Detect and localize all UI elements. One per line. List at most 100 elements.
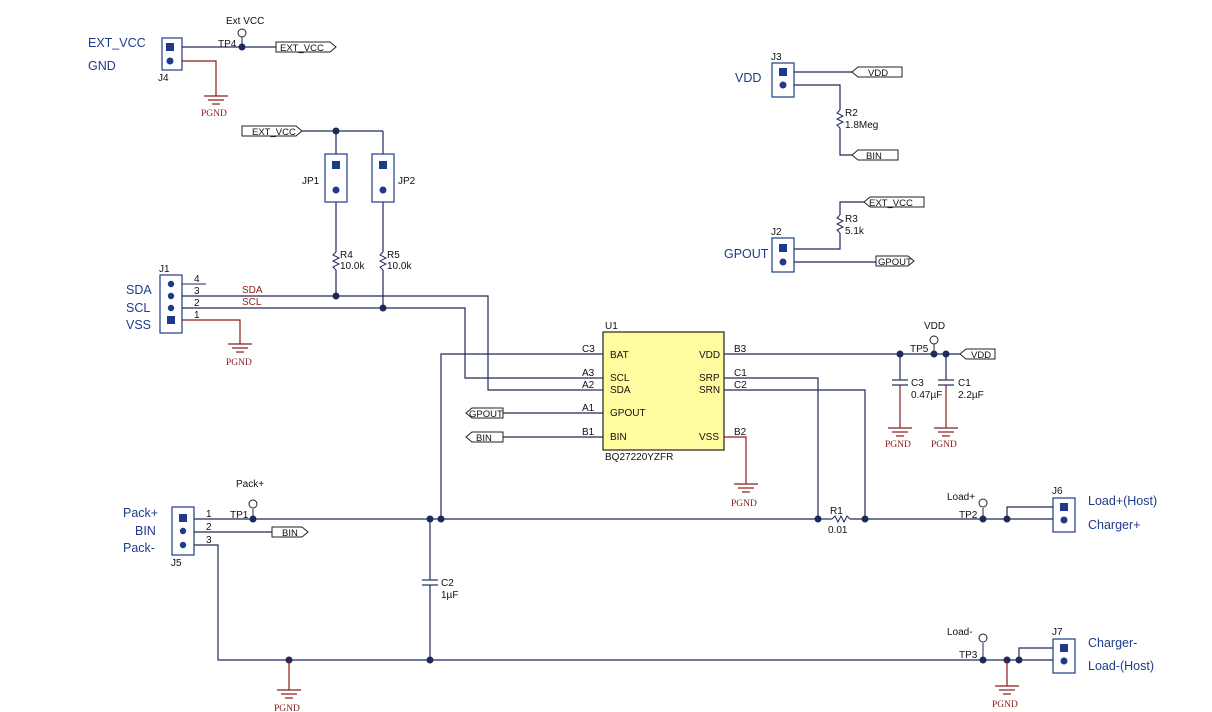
svg-text:BAT: BAT [610,350,629,361]
svg-text:PGND: PGND [226,358,252,368]
gpout-flag-j2: GPOUT [875,255,915,268]
svg-text:EXT_VCC: EXT_VCC [869,198,913,209]
svg-text:3: 3 [194,286,200,297]
j7-connector: J7 Charger- Load-(Host) [1052,627,1154,674]
tp3-test-point [978,633,988,643]
c3-value: 0.47µF [911,390,942,401]
pgnd-symbol-pack: PGND [274,689,301,712]
svg-text:J6: J6 [1052,486,1063,497]
r4-resistor: R4 10.0k [331,250,365,272]
svg-text:B1: B1 [582,427,595,438]
svg-text:SRP: SRP [699,373,720,384]
svg-text:3: 3 [206,535,212,546]
vdd-flag-j3: VDD [851,66,903,79]
svg-text:VDD: VDD [924,321,945,332]
tp3-label: Load- [947,627,973,638]
tp2-label: Load+ [947,492,975,503]
u1-part-number: BQ27220YZFR [605,452,673,463]
tp4-test-point [237,28,247,38]
svg-text:10.0k: 10.0k [387,261,412,272]
jp1-jumper: JP1 [302,153,348,203]
c3-ref: C3 [911,378,924,389]
svg-text:BIN: BIN [282,528,298,539]
svg-text:5.1k: 5.1k [845,226,865,237]
bin-flag-j5: BIN [271,526,309,539]
j5-pack-plus-label: Pack+ [123,506,158,520]
svg-text:0.01: 0.01 [828,525,848,536]
j2-connector: J2 GPOUT [724,227,795,273]
j4-ref: J4 [158,73,169,84]
svg-text:J5: J5 [171,558,182,569]
j1-scl-label: SCL [126,301,150,315]
svg-text:PGND: PGND [201,109,227,119]
tp1-label: Pack+ [236,479,264,490]
svg-text:C2: C2 [734,380,747,391]
svg-text:U1: U1 [605,321,618,332]
svg-text:R5: R5 [387,250,400,261]
svg-text:C3: C3 [582,344,595,355]
svg-text:J7: J7 [1052,627,1063,638]
pgnd-symbol-j4: PGND [201,95,228,119]
j4-pin1-label: EXT_VCC [88,36,146,50]
svg-text:VSS: VSS [699,432,719,443]
svg-text:B2: B2 [734,427,747,438]
svg-text:10.0k: 10.0k [340,261,365,272]
svg-text:GPOUT: GPOUT [610,408,646,419]
svg-text:R2: R2 [845,108,858,119]
j5-bin-label: BIN [135,524,156,538]
c2-ref: C2 [441,578,454,589]
svg-text:1.8Meg: 1.8Meg [845,120,878,131]
tp5-test-point [929,335,939,345]
svg-text:VDD: VDD [699,350,720,361]
c1-value: 2.2µF [958,390,984,401]
svg-text:TP3: TP3 [959,650,978,661]
svg-text:TP2: TP2 [959,510,978,521]
svg-text:A3: A3 [582,368,595,379]
scl-net-label: SCL [242,297,262,308]
ext-vcc-flag-mid: EXT_VCC [241,125,303,138]
j1-connector: J1 SDA SCL VSS 4 3 2 1 [126,264,200,334]
bin-flag-r2: BIN [851,149,899,162]
svg-text:BIN: BIN [610,432,627,443]
svg-text:BIN: BIN [866,151,882,162]
tp4-ref: TP4 [218,39,237,50]
j5-pack-minus-label: Pack- [123,541,155,555]
svg-text:A1: A1 [582,403,595,414]
tp1-test-point [248,499,258,509]
tp4-label: Ext VCC [226,16,264,27]
vdd-flag-u1: VDD [959,348,996,361]
j6-connector: J6 Load+(Host) Charger+ [1052,486,1157,533]
j1-vss-label: VSS [126,318,151,332]
j2-gpout-label: GPOUT [724,247,769,261]
svg-text:A2: A2 [582,380,595,391]
r1-sense-resistor: R1 0.01 [828,506,851,536]
svg-text:B3: B3 [734,344,747,355]
svg-text:GPOUT: GPOUT [469,409,503,420]
c1-ref: C1 [958,378,971,389]
svg-text:SDA: SDA [610,385,631,396]
svg-text:PGND: PGND [992,700,1018,710]
svg-text:BIN: BIN [476,433,492,444]
svg-text:SRN: SRN [699,385,720,396]
svg-text:GPOUT: GPOUT [878,257,912,268]
j4-connector: J4 EXT_VCC GND [88,36,183,84]
svg-text:1: 1 [206,509,212,520]
j7-charger-minus-label: Charger- [1088,636,1137,650]
pgnd-symbol-c1: PGND [931,427,958,450]
c2-value: 1µF [441,590,458,601]
svg-text:R3: R3 [845,214,858,225]
pgnd-symbol-u1: PGND [731,483,758,509]
jp2-jumper: JP2 [371,153,416,203]
ext-vcc-flag-r3: EXT_VCC [863,196,925,209]
pgnd-symbol-load: PGND [992,685,1019,710]
svg-text:PGND: PGND [931,440,957,450]
svg-text:SCL: SCL [610,373,630,384]
r3-resistor: R3 5.1k [835,214,865,237]
svg-text:C1: C1 [734,368,747,379]
svg-text:1: 1 [194,310,200,321]
svg-text:J3: J3 [771,52,782,63]
j6-charger-plus-label: Charger+ [1088,518,1140,532]
j3-connector: J3 VDD [735,52,795,98]
svg-text:JP1: JP1 [302,176,320,187]
